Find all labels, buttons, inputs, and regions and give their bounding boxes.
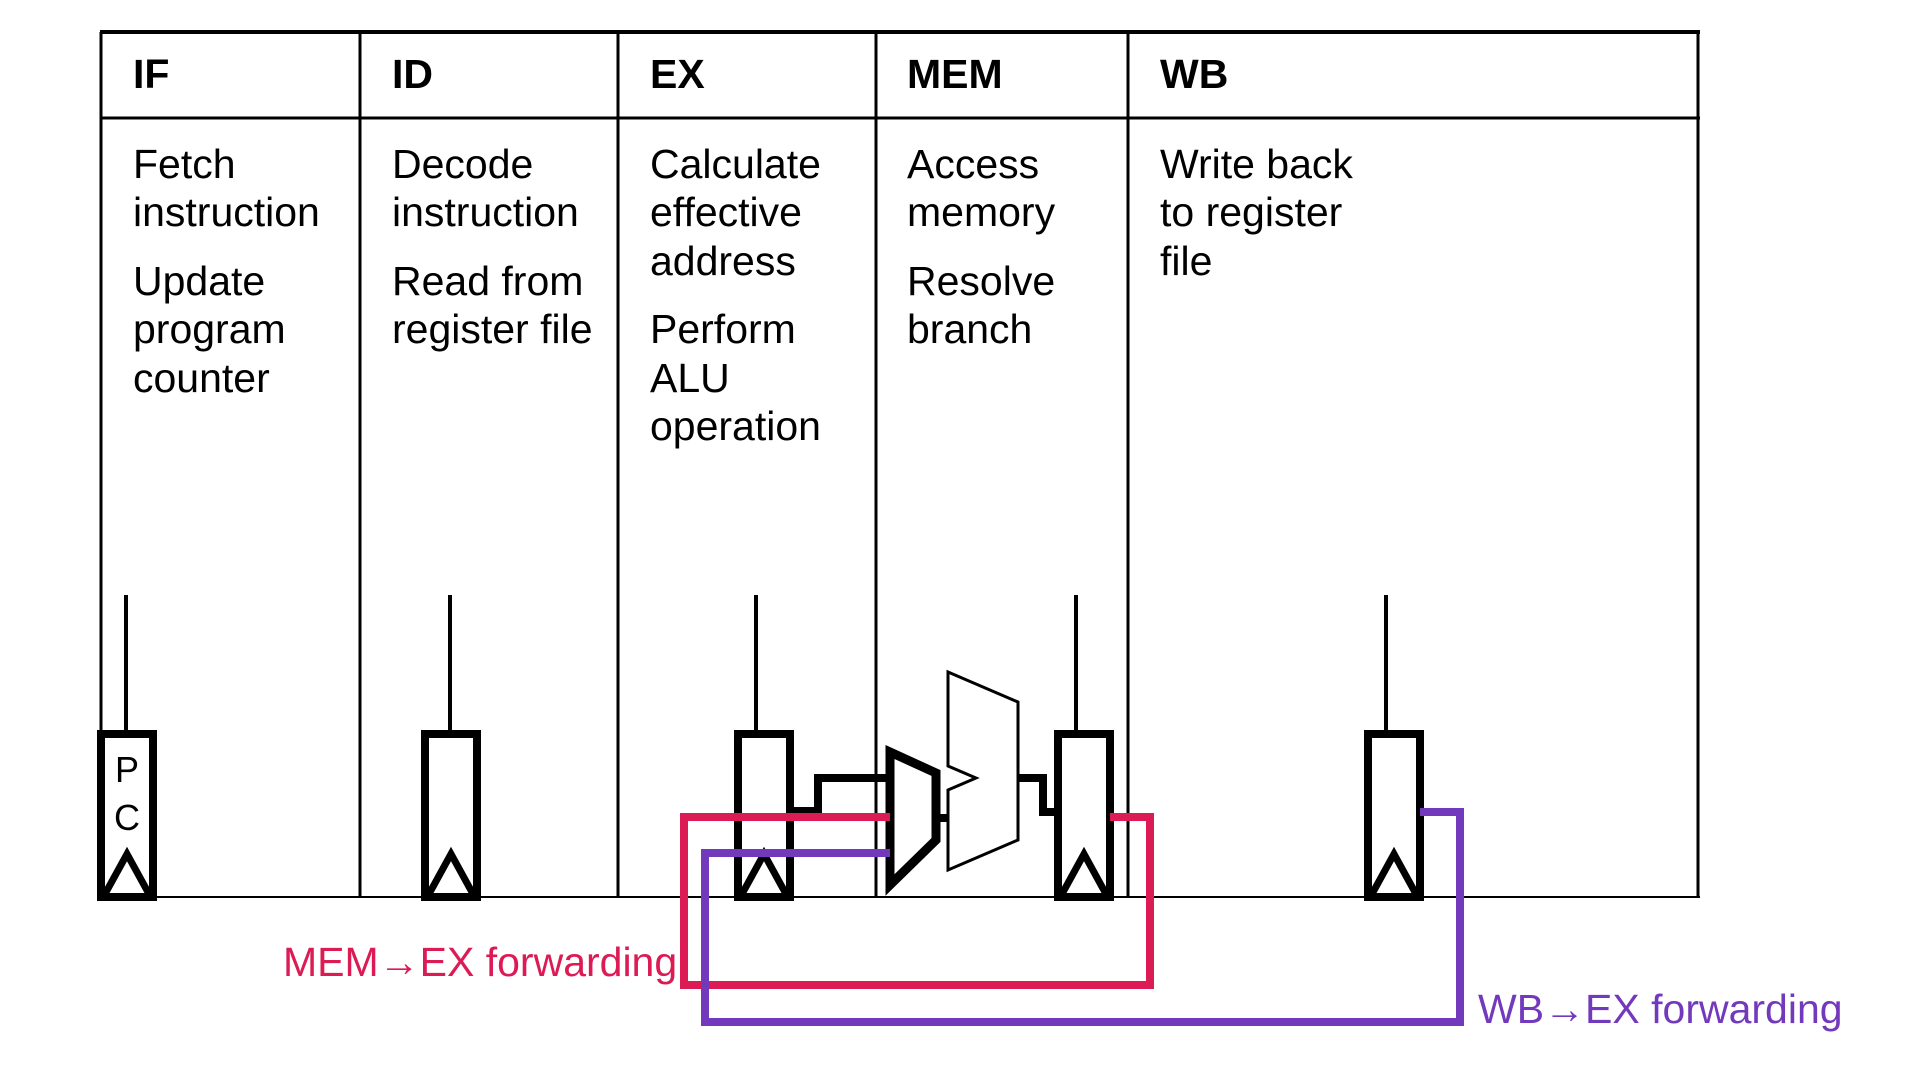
column-header-wb: WB xyxy=(1160,51,1229,97)
mem-ex-forwarding-label: MEM→EX forwarding xyxy=(283,939,678,985)
cell-mem-para-1: Resolve branch xyxy=(907,257,1056,353)
cell-if-para-1: Update program counter xyxy=(133,257,286,401)
cell-if: Fetch instruction Update program counter xyxy=(133,140,343,402)
cell-id-para-0: Decode instruction xyxy=(392,141,579,236)
mem-wb-box xyxy=(1364,730,1424,901)
wb-ex-forwarding-path xyxy=(701,808,1464,1026)
cell-ex-para-0: Calculate effective address xyxy=(650,141,821,284)
column-header-if: IF xyxy=(133,51,170,97)
mem-wb-clock-triangle xyxy=(1368,846,1420,896)
cell-ex-para-1: Perform ALU operation xyxy=(650,306,821,449)
wb-ex-forwarding-wire xyxy=(701,808,1464,1026)
pipeline-register-pc xyxy=(97,595,157,901)
cell-ex: Calculate effective address Perform ALU … xyxy=(650,140,850,450)
pc-label-line-2: C xyxy=(114,797,140,838)
pc-box xyxy=(97,730,157,901)
forwarding-mux xyxy=(885,744,941,896)
column-header-ex: EX xyxy=(650,51,705,97)
cell-id-para-1: Read from register file xyxy=(392,257,593,353)
pipeline-register-ex-mem xyxy=(1054,595,1114,901)
cell-mem: Access memory Resolve branch xyxy=(907,140,1107,354)
ex-mem-clock-triangle xyxy=(1058,846,1110,896)
ex-mem-box xyxy=(1054,730,1114,901)
wb-ex-forwarding-label: WB→EX forwarding xyxy=(1478,986,1843,1032)
cell-id: Decode instruction Read from register fi… xyxy=(392,140,607,354)
if-id-clock-triangle xyxy=(425,846,477,896)
cell-wb: Write back to register file xyxy=(1160,140,1390,285)
column-header-id: ID xyxy=(392,51,433,97)
pipeline-register-mem-wb xyxy=(1364,595,1424,901)
mem-ex-forwarding-path xyxy=(680,813,1154,989)
id-ex-to-mux-wire xyxy=(790,774,889,815)
cell-wb-para-0: Write back to register file xyxy=(1160,141,1353,284)
if-id-box xyxy=(421,730,481,901)
table-grid xyxy=(99,30,1700,898)
alu-shape xyxy=(946,669,1020,873)
pc-label-line-1: P xyxy=(114,749,139,790)
cell-if-para-0: Fetch instruction xyxy=(133,141,320,236)
pc-clock-triangle xyxy=(101,846,153,896)
forwarding-mux-shape xyxy=(885,744,941,896)
column-header-mem: MEM xyxy=(907,51,1003,97)
alu xyxy=(946,669,1020,873)
pipeline-register-if-id xyxy=(421,595,481,901)
mem-ex-forwarding-wire xyxy=(680,813,1154,989)
cell-mem-para-0: Access memory xyxy=(907,141,1056,236)
alu-to-ex-mem-wire xyxy=(1019,774,1060,816)
